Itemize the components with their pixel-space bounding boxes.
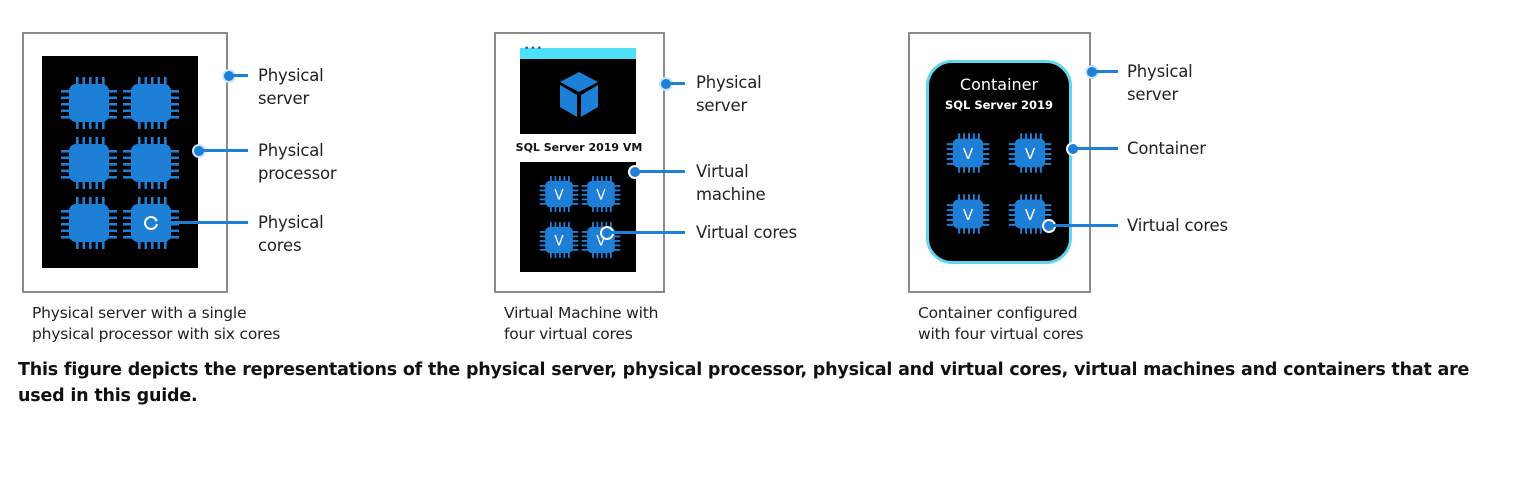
leader-line-physical-server [230,74,248,77]
label-line: Virtual cores [1127,216,1228,235]
chip-icon: V [946,133,990,173]
physical-core-chip [122,76,180,134]
caption-line: Container configured [918,304,1078,322]
leader-line-physical-server [667,82,685,85]
virtual-core-glyph: V [554,234,564,250]
caption-line: Virtual Machine with [504,304,659,322]
chip-icon [61,77,117,129]
window-title-bar: ••• [520,44,636,59]
caption-line: with four virtual cores [918,325,1084,343]
chip-icon [61,197,117,249]
leader-line-physical-server [1093,70,1118,73]
chip-icon [123,137,179,189]
label-line: Physical [258,141,324,160]
caption-physical: Physical server with a single physical p… [32,303,280,345]
label-line: server [258,89,310,108]
chip-icon: V [581,176,621,212]
label-virtual-cores: Virtual cores [696,221,797,244]
window-dots-icon: ••• [524,44,543,54]
label-line: server [696,96,748,115]
label-line: Physical [696,73,762,92]
caption-line: four virtual cores [504,325,633,343]
label-line: Physical [258,66,324,85]
container-title: Container [959,75,1039,94]
virtual-core-chip: V [946,132,990,178]
label-line: Container [1127,139,1206,158]
physical-core-chip [60,196,118,254]
chip-icon: V [946,194,990,234]
label-line: Virtual [696,162,749,181]
container-subtitle: SQL Server 2019 [944,98,1054,112]
physical-core-chip [60,76,118,134]
figure-description: This figure depicts the representations … [18,360,1470,406]
leader-line-physical-processor [200,149,248,152]
vm-window: ••• [520,44,636,134]
virtual-core-chip: V [1008,193,1052,239]
physical-core-chip [60,136,118,194]
virtual-core-chip: V [1008,132,1052,178]
virtual-core-glyph: V [554,188,564,204]
chip-icon: V [1008,194,1052,234]
label-line: Physical [258,213,324,232]
label-line: machine [696,185,766,204]
vm-title: SQL Server 2019 VM [515,141,643,154]
chip-icon: V [539,176,579,212]
virtual-core-glyph: V [596,188,606,204]
leader-line-virtual-cores [1052,224,1118,227]
label-line: processor [258,164,337,183]
label-line: Virtual cores [696,223,797,242]
label-physical-server: Physical server [258,64,324,110]
leader-line-physical-cores [156,221,248,224]
caption-line: physical processor with six cores [32,325,281,343]
cube-icon [560,72,598,117]
virtual-core-glyph: V [963,206,974,224]
label-virtual-machine: Virtual machine [696,160,766,206]
virtual-core-chip: V [581,175,621,217]
physical-core-chip [122,136,180,194]
label-physical-server: Physical server [696,71,762,117]
label-line: Physical [1127,62,1193,81]
label-physical-processor: Physical processor [258,139,337,185]
leader-line-container [1076,147,1118,150]
chip-icon [123,77,179,129]
label-container: Container [1127,137,1206,160]
virtual-core-chip: V [946,193,990,239]
virtual-core-glyph: V [1025,206,1036,224]
caption-line: Physical server with a single [32,304,247,322]
label-virtual-cores: Virtual cores [1127,214,1228,237]
label-line: cores [258,236,302,255]
caption-virtual-machine: Virtual Machine with four virtual cores [504,303,658,345]
label-physical-cores: Physical cores [258,211,324,257]
chip-icon [61,137,117,189]
virtual-core-glyph: V [1025,145,1036,163]
label-physical-server: Physical server [1127,60,1193,106]
virtual-core-glyph: V [963,145,974,163]
virtual-core-chip: V [539,175,579,217]
chip-icon: V [539,222,579,258]
leader-line-virtual-machine [638,170,685,173]
physical-processor-box [42,56,198,268]
caption-container: Container configured with four virtual c… [918,303,1084,345]
container-box: Container SQL Server 2019 V V V V [926,60,1072,264]
virtual-core-chip: V [539,221,579,263]
label-line: server [1127,85,1179,104]
chip-icon: V [581,222,621,258]
virtual-core-glyph: V [596,234,606,250]
vm-cores-box: V V V V [520,162,636,272]
chip-icon: V [1008,133,1052,173]
leader-line-virtual-cores [610,231,685,234]
